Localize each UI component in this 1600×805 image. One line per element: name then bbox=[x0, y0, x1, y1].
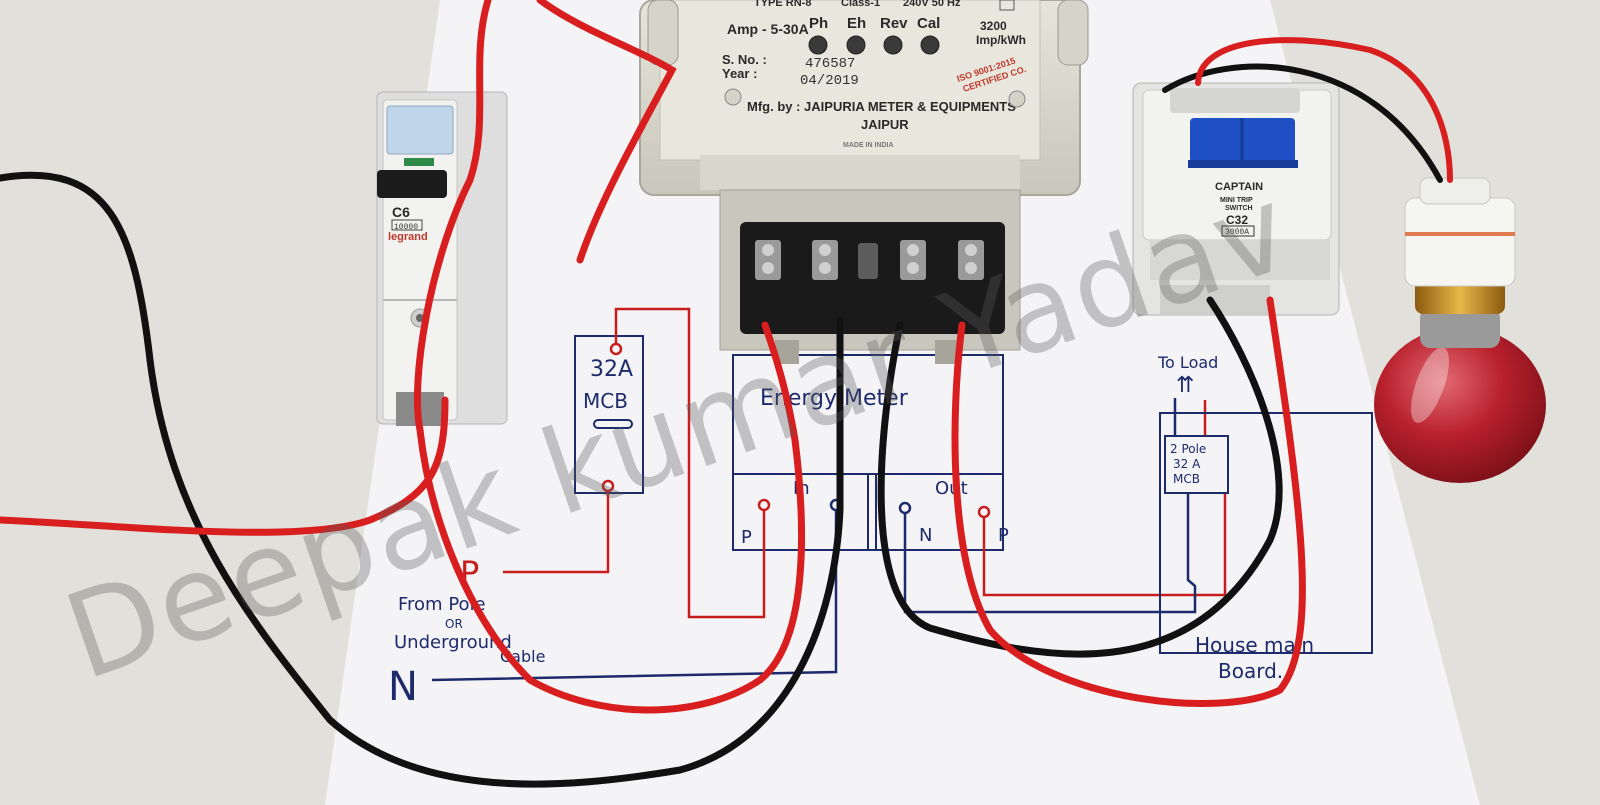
terminal-screws bbox=[755, 240, 984, 280]
red-wire-top bbox=[536, 0, 677, 264]
left-mcb-brand: legrand bbox=[388, 231, 428, 243]
diagram-out-n: N bbox=[919, 525, 932, 546]
meter-indicator-rev: Rev bbox=[880, 15, 908, 32]
right-switch-type1: MINI TRIP bbox=[1220, 197, 1253, 204]
red-wire-incoming bbox=[0, 396, 449, 536]
diagram-board-line2: Board. bbox=[1218, 659, 1283, 683]
diagram-source-line2: OR bbox=[445, 617, 463, 631]
meter-imp-unit: Imp/kWh bbox=[976, 33, 1026, 47]
meter-year-value: 04/2019 bbox=[800, 73, 859, 89]
diagram-neutral-label: N bbox=[388, 664, 418, 710]
meter-voltage-line: 240V 50 Hz bbox=[903, 0, 961, 9]
meter-serial-value: 476587 bbox=[805, 56, 855, 72]
wiring-diagram: 32A MCB Energy Meter In Out P N P 2 Pole… bbox=[388, 307, 1373, 710]
right-switch-type2: SWITCH bbox=[1225, 205, 1253, 212]
diagram-mcb-rating: 32A bbox=[590, 357, 633, 382]
energy-meter-device: TYPE RN-8 Class-1 240V 50 Hz Amp - 5-30A… bbox=[639, 0, 1089, 364]
diagram-dp-line3: MCB bbox=[1173, 472, 1200, 486]
black-wire-to-board bbox=[877, 296, 1283, 658]
meter-made-in: MADE IN INDIA bbox=[843, 142, 894, 149]
wires bbox=[0, 0, 1453, 788]
diagram-load-label: To Load bbox=[1157, 353, 1218, 372]
diagram-source-line3: Underground bbox=[394, 632, 512, 653]
meter-indicator-eh: Eh bbox=[847, 15, 866, 32]
left-mcb-toggle[interactable] bbox=[377, 170, 447, 198]
meter-class-line: Class-1 bbox=[841, 0, 880, 9]
diagram-in-p: P bbox=[741, 527, 752, 548]
diagram-load-arrow: ⇈ bbox=[1176, 373, 1194, 398]
meter-amp-rating: Amp - 5-30A bbox=[727, 21, 809, 37]
right-switch-rating: C32 bbox=[1226, 213, 1248, 227]
right-switch-breaking: 3000A bbox=[1225, 228, 1249, 237]
diagram-dp-mcb-box bbox=[1164, 435, 1229, 494]
diagram-out-p: P bbox=[998, 525, 1009, 546]
left-mcb-breaking: 10000 bbox=[394, 223, 418, 232]
meter-year-label: Year : bbox=[722, 66, 757, 81]
red-wire-to-board bbox=[951, 296, 1306, 707]
red-wire-to-bulb bbox=[1195, 37, 1453, 183]
bulb-holder bbox=[1404, 197, 1516, 287]
meter-manufacturer: Mfg. by : JAIPURIA METER & EQUIPMENTS bbox=[747, 99, 1016, 114]
diagram-dp-line2: 32 A bbox=[1173, 457, 1201, 471]
right-switch-device: CAPTAIN MINI TRIP SWITCH C32 3000A bbox=[1132, 82, 1340, 316]
left-mcb-rating: C6 bbox=[392, 204, 410, 220]
diagram-mcb-label: MCB bbox=[583, 389, 628, 413]
right-switch-brand: CAPTAIN bbox=[1215, 181, 1263, 193]
red-bulb bbox=[1374, 177, 1546, 483]
meter-serial-label: S. No. : bbox=[722, 52, 767, 67]
diagram-dp-line1: 2 Pole bbox=[1170, 442, 1206, 456]
diagram-out-label: Out bbox=[935, 478, 968, 499]
meter-type-line: TYPE RN-8 bbox=[754, 0, 811, 9]
black-wire-to-bulb bbox=[1162, 63, 1443, 183]
red-wire-loop bbox=[413, 0, 806, 714]
meter-indicator-cal: Cal bbox=[917, 15, 940, 32]
meter-city: JAIPUR bbox=[861, 117, 909, 132]
diagram-source-line1: From Pole bbox=[398, 594, 486, 615]
black-wire-incoming bbox=[0, 171, 844, 788]
meter-indicator-ph: Ph bbox=[809, 15, 828, 32]
meter-imp-value: 3200 bbox=[980, 19, 1007, 33]
